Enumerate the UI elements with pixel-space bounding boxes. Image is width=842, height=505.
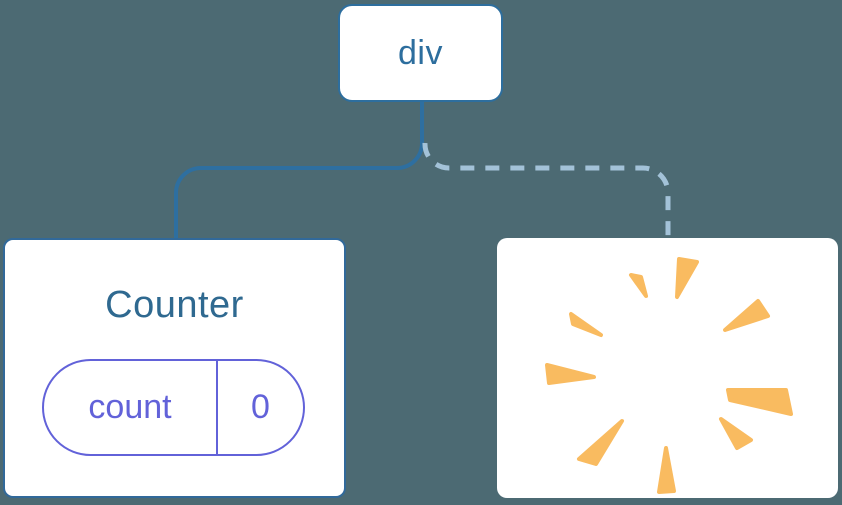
poof-icon: [545, 257, 793, 494]
poof-ray: [629, 273, 648, 298]
state-value: 0: [251, 388, 270, 426]
poof-ray: [726, 388, 793, 416]
state-pill: count 0: [42, 359, 305, 456]
state-name-label: count: [88, 388, 172, 426]
state-pill-divider: [216, 361, 218, 454]
removed-component-card: [497, 238, 838, 498]
poof-ray: [719, 417, 753, 450]
counter-component-card: Counter count 0: [3, 238, 346, 498]
poof-ray: [657, 446, 676, 494]
dashed-connector-line: [422, 142, 671, 239]
poof-ray: [577, 419, 624, 466]
poof-ray: [675, 257, 699, 299]
root-node-label: div: [398, 33, 443, 72]
root-node: div: [338, 4, 503, 102]
poof-rays: [545, 257, 793, 494]
poof-ray: [723, 299, 770, 332]
poof-ray: [569, 312, 603, 337]
poof-ray: [545, 363, 596, 385]
solid-connector-line: [174, 100, 424, 241]
counter-component-title: Counter: [105, 284, 244, 326]
